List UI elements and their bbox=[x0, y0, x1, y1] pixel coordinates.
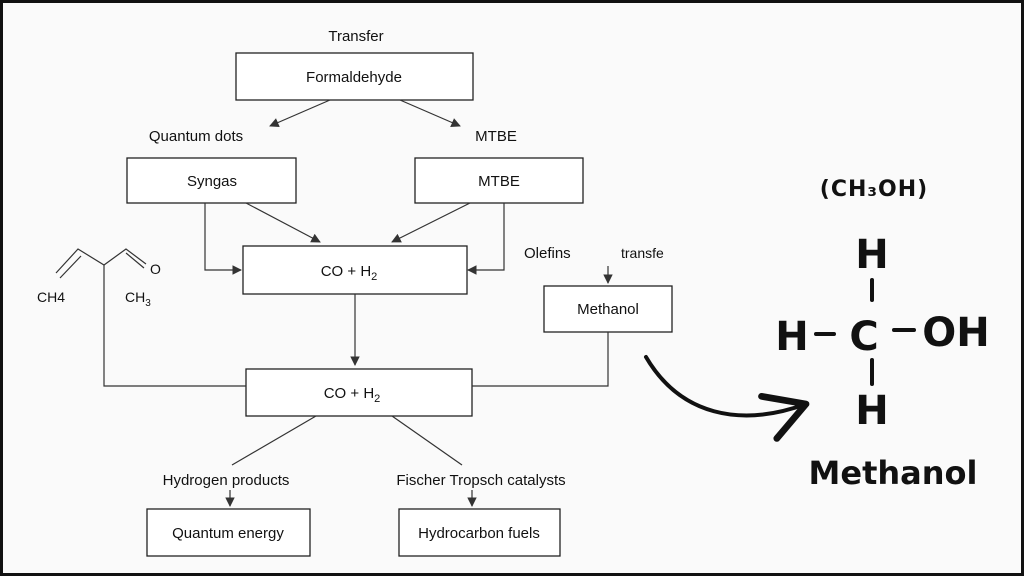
oxygen-atom-label: O bbox=[150, 261, 161, 277]
mtbe-box-label: MTBE bbox=[478, 173, 520, 190]
transfer-label: Transfer bbox=[328, 28, 383, 45]
atom-c-center: C bbox=[849, 314, 878, 360]
atom-h-left: H bbox=[775, 314, 808, 360]
co-h2-upper-label: CO + H2 bbox=[321, 263, 378, 283]
curved-arrow-to-structure bbox=[644, 355, 810, 442]
methanol-formula: (CH₃OH) bbox=[820, 177, 928, 202]
co-h2-lower-label: CO + H2 bbox=[324, 385, 381, 405]
branch-right-line bbox=[391, 415, 463, 466]
fischer-tropsch-label: Fischer Tropsch catalysts bbox=[396, 472, 565, 489]
methanol-box-label: Methanol bbox=[577, 301, 639, 318]
double-bond-line bbox=[59, 255, 82, 279]
ch3-label: CH3 bbox=[125, 289, 151, 309]
alkene-skeleton bbox=[55, 248, 147, 274]
mtbe-label: MTBE bbox=[475, 128, 517, 145]
methanol-box bbox=[543, 285, 673, 333]
formaldehyde-box bbox=[235, 52, 474, 101]
right-connector bbox=[472, 332, 609, 387]
ch4-label: CH4 bbox=[37, 289, 65, 305]
atom-h-top: H bbox=[855, 232, 888, 278]
syngas-label: Syngas bbox=[187, 173, 237, 190]
branch-left-line bbox=[231, 415, 317, 466]
transfe-label: transfe bbox=[621, 245, 664, 261]
arrow-syngas-side bbox=[204, 203, 242, 275]
hydrocarbon-fuels-box bbox=[398, 508, 561, 557]
arrow-mtbe-side bbox=[467, 203, 505, 275]
co-h2-lower-box bbox=[245, 368, 473, 417]
arrow-mtbe-diag bbox=[391, 202, 471, 243]
formaldehyde-label: Formaldehyde bbox=[306, 69, 402, 86]
mtbe-box bbox=[414, 157, 584, 204]
left-connector bbox=[103, 265, 246, 387]
quantum-dots-label: Quantum dots bbox=[149, 128, 243, 145]
methanol-name: Methanol bbox=[809, 454, 978, 492]
hydrogen-products-label: Hydrogen products bbox=[163, 472, 290, 489]
arrow-syngas-diag bbox=[245, 202, 321, 243]
arrow-to-mtbe bbox=[399, 99, 461, 127]
quantum-energy-box bbox=[146, 508, 311, 557]
syngas-box bbox=[126, 157, 297, 204]
olefins-label: Olefins bbox=[524, 245, 571, 262]
quantum-energy-label: Quantum energy bbox=[172, 525, 284, 542]
arrow-to-quantum-dots bbox=[269, 99, 331, 127]
carbonyl-double-line bbox=[125, 252, 145, 269]
atom-h-bottom: H bbox=[855, 388, 888, 434]
hydrocarbon-fuels-label: Hydrocarbon fuels bbox=[418, 525, 540, 542]
atom-oh-right: OH bbox=[922, 310, 989, 356]
